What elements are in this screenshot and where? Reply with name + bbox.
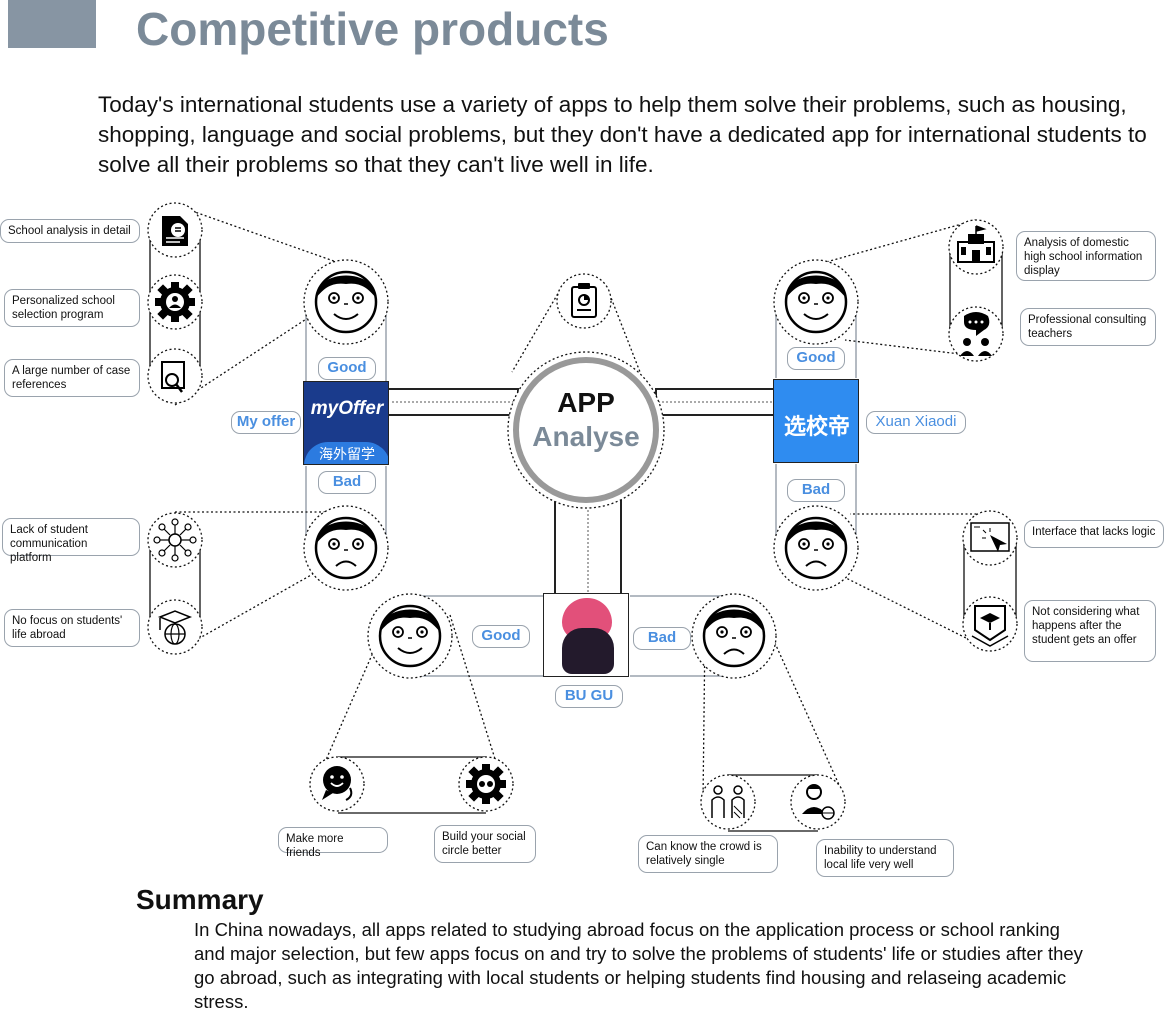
xuan-name-tag: Xuan Xiaodi bbox=[866, 411, 966, 434]
summary-body: In China nowadays, all apps related to s… bbox=[194, 919, 1083, 1012]
myoffer-good-point-3: A large number of case references bbox=[4, 359, 140, 397]
consultant-chat-icon bbox=[948, 306, 1004, 362]
xuan-logo: 选校帝 bbox=[773, 379, 859, 463]
myoffer-good-point-2: Personalized school selection program bbox=[4, 289, 140, 327]
myoffer-bad-face-icon bbox=[303, 505, 389, 591]
bugu-logo bbox=[543, 593, 629, 677]
school-building-icon bbox=[948, 219, 1004, 275]
xuan-good-tag: Good bbox=[787, 347, 845, 370]
graduation-globe-icon bbox=[147, 599, 203, 655]
page-title: Competitive products bbox=[136, 3, 609, 55]
clipboard-chart-icon bbox=[556, 273, 612, 329]
myoffer-name-tag: My offer bbox=[231, 411, 301, 434]
chat-smile-icon bbox=[309, 756, 365, 812]
network-icon bbox=[147, 512, 203, 568]
bugu-good-point-2: Build your social circle better bbox=[434, 825, 536, 863]
myoffer-logo-text: myOffer bbox=[310, 398, 384, 419]
bugu-good-point-1: Make more friends bbox=[278, 827, 388, 859]
intro-paragraph: Today's international students use a var… bbox=[98, 92, 1147, 177]
bugu-bad-tag: Bad bbox=[633, 627, 691, 650]
myoffer-rails bbox=[305, 308, 857, 535]
myoffer-good-face-icon bbox=[303, 259, 389, 345]
summary-title: Summary bbox=[136, 884, 264, 915]
app-analyse-hub bbox=[507, 351, 665, 509]
xuan-logo-text: 选校帝 bbox=[783, 414, 850, 439]
myoffer-logo: myOffer 海外留学 bbox=[303, 381, 389, 465]
hub-title-line2: Analyse bbox=[532, 421, 640, 452]
gear-people-icon bbox=[458, 756, 514, 812]
myoffer-bad-tag: Bad bbox=[318, 471, 376, 494]
graduation-offer-icon bbox=[962, 596, 1018, 652]
title-accent-bar bbox=[8, 0, 96, 48]
hub-title-line1: APP bbox=[557, 387, 615, 418]
hub-title: APP Analyse bbox=[516, 387, 656, 453]
myoffer-logo-subtext: 海外留学 bbox=[319, 446, 375, 462]
gear-user-icon bbox=[147, 274, 203, 330]
xuan-good-point-2: Professional consulting teachers bbox=[1020, 308, 1156, 346]
cursor-click-icon bbox=[962, 510, 1018, 566]
xuan-bad-face-icon bbox=[773, 505, 859, 591]
bugu-good-tag: Good bbox=[472, 625, 530, 648]
person-globe-icon bbox=[790, 774, 846, 830]
bugu-good-face-icon bbox=[367, 593, 453, 679]
myoffer-bad-point-2: No focus on students' life abroad bbox=[4, 609, 140, 647]
book-search-icon bbox=[147, 348, 203, 404]
document-icon bbox=[147, 202, 203, 258]
xuan-good-face-icon bbox=[773, 259, 859, 345]
bugu-bad-point-1: Can know the crowd is relatively single bbox=[638, 835, 778, 873]
xuan-bad-tag: Bad bbox=[787, 479, 845, 502]
xuan-good-point-1: Analysis of domestic high school informa… bbox=[1016, 231, 1156, 281]
bugu-bad-face-icon bbox=[691, 593, 777, 679]
xuan-bad-point-2: Not considering what happens after the s… bbox=[1024, 600, 1156, 662]
myoffer-good-point-1: School analysis in detail bbox=[0, 219, 140, 243]
xuan-bad-point-1: Interface that lacks logic bbox=[1024, 520, 1164, 548]
myoffer-bad-point-1: Lack of student communication platform bbox=[2, 518, 140, 564]
bugu-bad-point-2: Inability to understand local life very … bbox=[816, 839, 954, 877]
two-people-icon bbox=[700, 774, 756, 830]
myoffer-good-tag: Good bbox=[318, 357, 376, 380]
bugu-name-tag: BU GU bbox=[555, 685, 623, 708]
